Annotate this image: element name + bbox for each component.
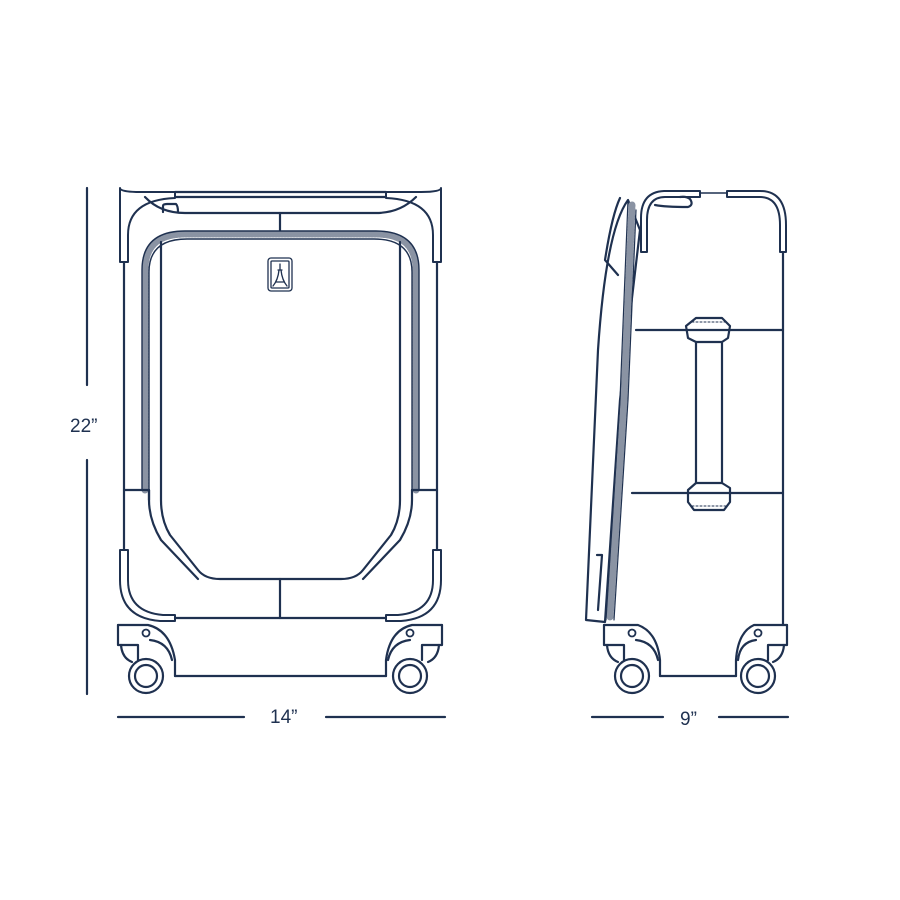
height-label: 22” bbox=[70, 416, 98, 437]
side-view bbox=[584, 190, 789, 695]
eiffel-tower-logo-icon bbox=[267, 257, 293, 292]
width-label: 14” bbox=[270, 707, 298, 728]
front-view bbox=[116, 187, 444, 695]
depth-label: 9” bbox=[680, 709, 697, 730]
